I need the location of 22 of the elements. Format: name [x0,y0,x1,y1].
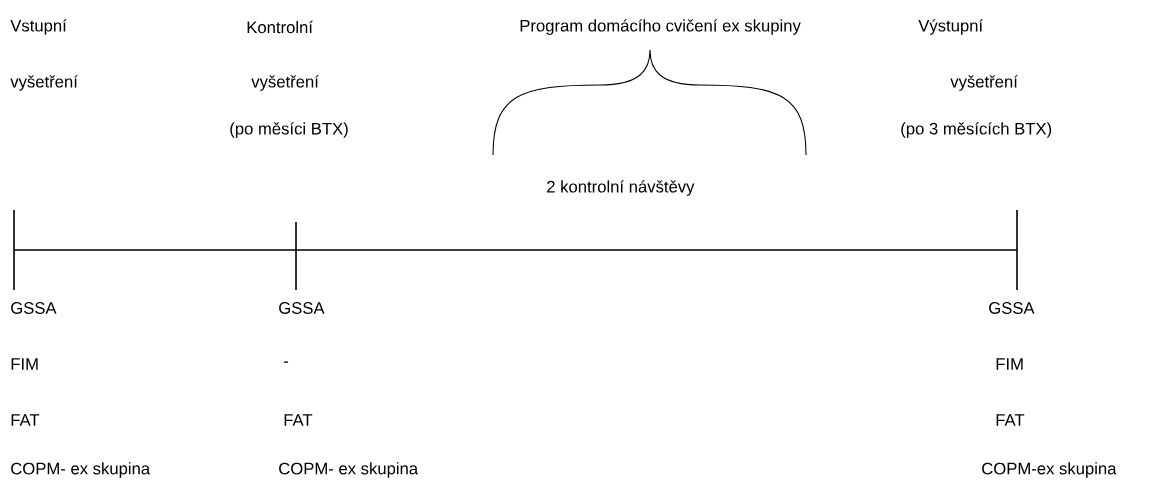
label-text: - [284,361,289,363]
label-text: GSSA [11,302,57,314]
label-text: (po 3 měsících BTX) [901,122,1052,138]
label-text: FAT [996,414,1025,426]
label-text: FIM [11,358,38,370]
label-text: Program domácího cvičení ex skupiny [520,19,801,35]
label-text: COPM-ex skupina [982,462,1117,478]
label-text: FAT [11,414,40,426]
label-text: GSSA [989,302,1035,314]
label-text: vyšetření [10,75,78,91]
label-text: vyšetření [251,75,319,91]
label-text: Kontrolní [247,20,313,34]
label-text: COPM- ex skupina [279,462,419,478]
label-text: (po měsíci BTX) [230,122,348,138]
label-text: GSSA [279,302,325,314]
label-text: FAT [284,414,313,426]
label-text: 2 kontrolní návštěvy [547,180,695,196]
label-text: Výstupní [918,19,984,35]
label-text: Vstupní [10,19,67,35]
label-text: vyšetření [950,75,1018,91]
label-text: FIM [996,358,1023,370]
label-text: COPM- ex skupina [11,462,151,478]
